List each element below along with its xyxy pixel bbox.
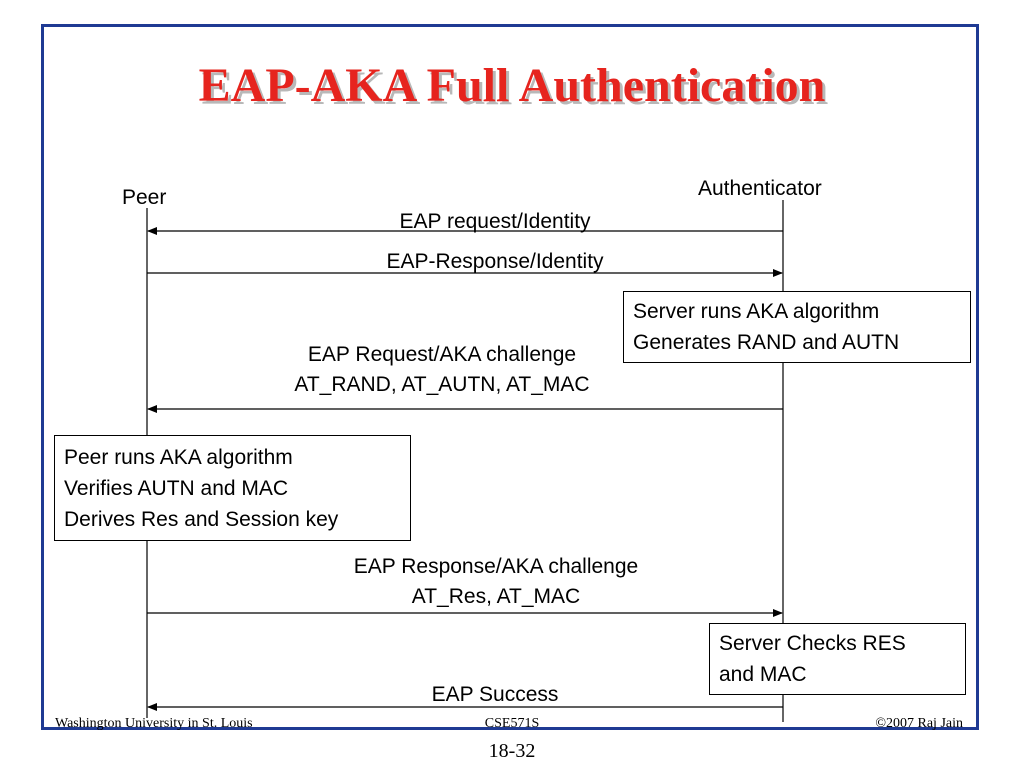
message-label: EAP Request/AKA challenge: [307, 343, 577, 366]
footer-left: Washington University in St. Louis: [55, 716, 253, 731]
server-checks-note: Server Checks RES and MAC: [709, 623, 966, 695]
message-label: EAP Success: [431, 683, 559, 706]
peer-label: Peer: [122, 186, 167, 209]
note-line: and MAC: [719, 663, 807, 686]
footer-center: CSE571S: [484, 716, 540, 731]
authenticator-label: Authenticator: [698, 177, 822, 200]
note-line: Derives Res and Session key: [64, 508, 339, 531]
message-label: EAP-Response/Identity: [386, 250, 604, 273]
note-line: Verifies AUTN and MAC: [64, 477, 289, 500]
slide-title: EAP-AKA Full Authentication: [198, 59, 826, 112]
peer-aka-note: Peer runs AKA algorithm Verifies AUTN an…: [54, 435, 411, 541]
footer-right: ©2007 Raj Jain: [875, 716, 963, 731]
page-number: 18-32: [488, 740, 536, 762]
slide-border: [41, 24, 979, 730]
message-label: EAP Response/AKA challenge: [353, 555, 639, 578]
message-label: EAP request/Identity: [399, 210, 591, 233]
message-label: AT_RAND, AT_AUTN, AT_MAC: [294, 373, 590, 396]
note-line: Peer runs AKA algorithm: [64, 446, 293, 469]
message-label: AT_Res, AT_MAC: [411, 585, 581, 608]
server-aka-note: Server runs AKA algorithm Generates RAND…: [623, 291, 971, 363]
note-line: Generates RAND and AUTN: [633, 331, 900, 354]
note-line: Server Checks RES: [719, 632, 906, 655]
note-line: Server runs AKA algorithm: [633, 300, 880, 323]
